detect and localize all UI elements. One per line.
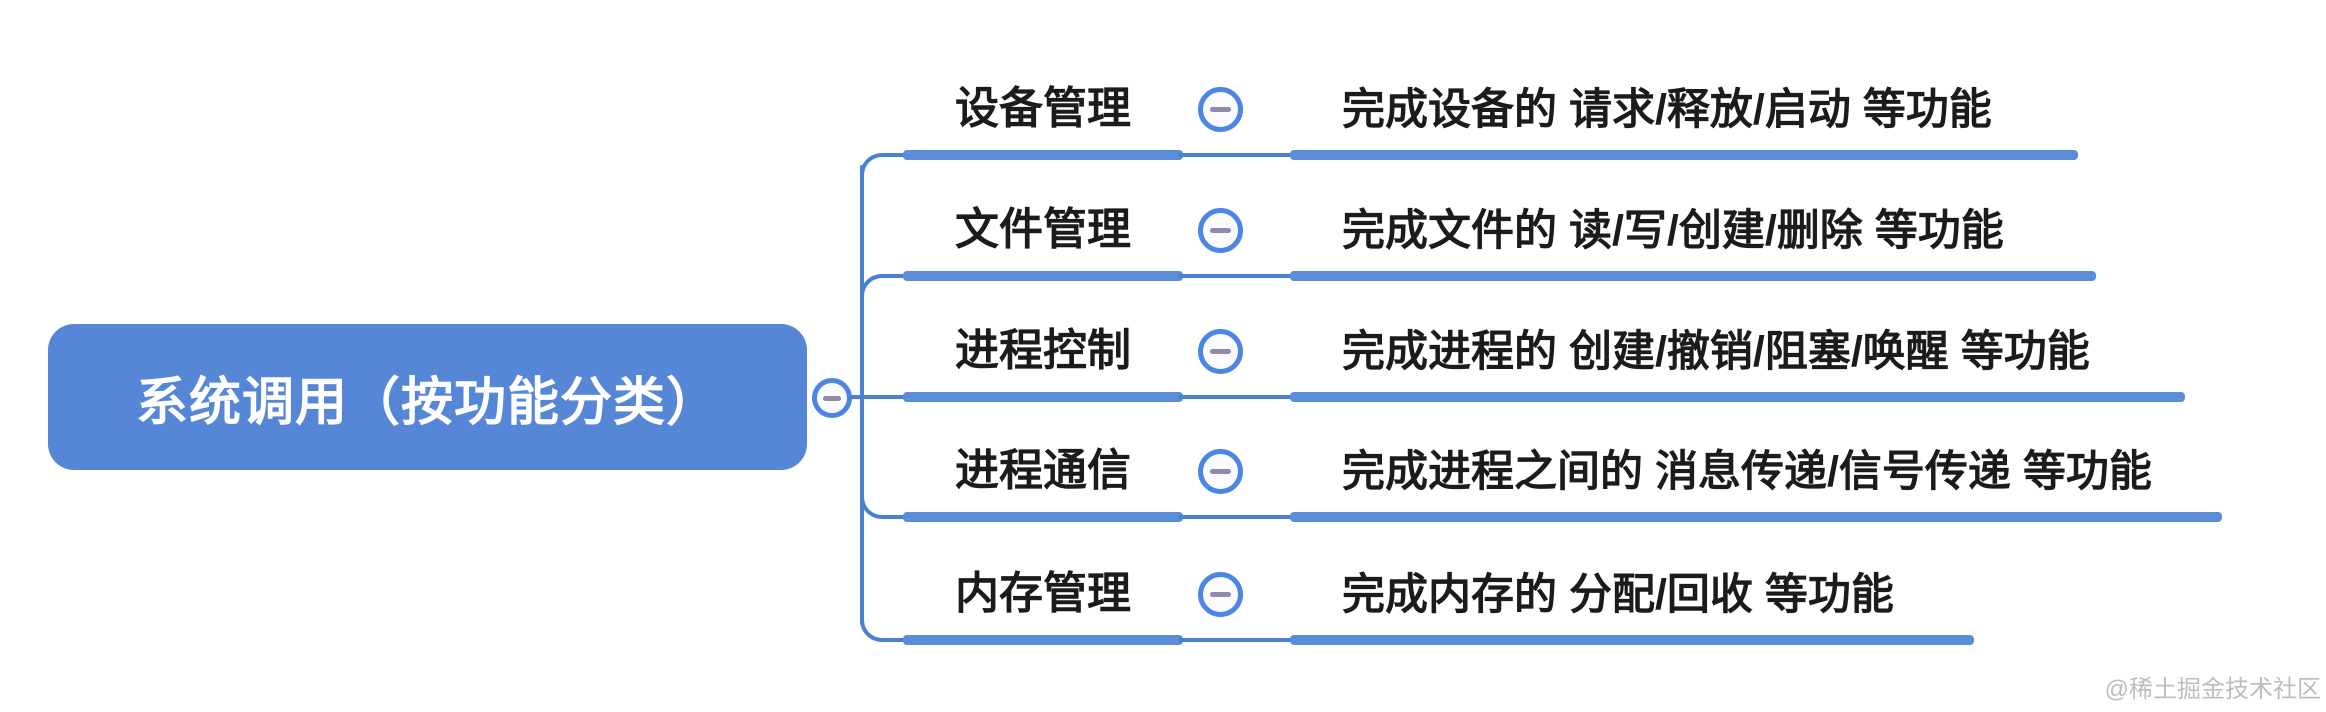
root-topic-label: 系统调用（按功能分类）: [135, 373, 719, 432]
connector-curve-branch-2: [860, 274, 905, 310]
branch-4-detail[interactable]: 完成进程之间的 消息传递/信号传递 等功能: [1342, 448, 2152, 496]
branch-2-link-line: [1178, 274, 1295, 278]
minus-icon: [1210, 228, 1231, 233]
branch-4-label[interactable]: 进程通信: [955, 446, 1131, 495]
branch-4-link-line: [1178, 515, 1295, 519]
branch-5-label-underline: [903, 635, 1183, 645]
connector-curve-branch-1: [860, 153, 905, 189]
minus-icon: [1210, 349, 1231, 354]
branch-3-label[interactable]: 进程控制: [955, 326, 1131, 375]
branch-2-label[interactable]: 文件管理: [955, 205, 1131, 254]
branch-5-detail-underline: [1290, 635, 1974, 645]
branch-3-link-line: [1178, 395, 1295, 399]
root-collapse-toggle[interactable]: [812, 378, 852, 418]
minus-icon: [1210, 592, 1231, 597]
connector-curve-branch-4: [860, 485, 905, 519]
branch-1-label[interactable]: 设备管理: [955, 84, 1131, 133]
branch-1-label-underline: [903, 150, 1183, 160]
branch-4-label-underline: [903, 512, 1183, 522]
branch-3-label-underline: [903, 392, 1183, 402]
branch-1-detail-underline: [1290, 150, 2078, 160]
branch-2-detail-underline: [1290, 271, 2096, 281]
minus-icon: [1210, 469, 1231, 474]
branch-3-collapse-toggle[interactable]: [1198, 329, 1243, 374]
minus-icon: [823, 395, 841, 401]
branch-5-collapse-toggle[interactable]: [1198, 572, 1243, 617]
branch-5-link-line: [1178, 638, 1295, 642]
connector-curve-branch-5: [860, 608, 905, 642]
branch-2-collapse-toggle[interactable]: [1198, 208, 1243, 253]
minus-icon: [1210, 107, 1231, 112]
branch-1-detail[interactable]: 完成设备的 请求/释放/启动 等功能: [1342, 86, 1992, 134]
branch-1-link-line: [1178, 153, 1295, 157]
branch-3-detail[interactable]: 完成进程的 创建/撤销/阻塞/唤醒 等功能: [1342, 328, 2090, 376]
branch-5-label[interactable]: 内存管理: [955, 569, 1131, 618]
branch-3-connector-line: [850, 395, 906, 399]
branch-3-detail-underline: [1290, 392, 2185, 402]
branch-1-collapse-toggle[interactable]: [1198, 87, 1243, 132]
branch-5-detail[interactable]: 完成内存的 分配/回收 等功能: [1342, 571, 1894, 619]
branch-4-detail-underline: [1290, 512, 2222, 522]
watermark-text: @稀土掘金技术社区: [2104, 676, 2321, 703]
root-topic[interactable]: 系统调用（按功能分类）: [48, 324, 807, 470]
branch-2-detail[interactable]: 完成文件的 读/写/创建/删除 等功能: [1342, 207, 2004, 255]
branch-4-collapse-toggle[interactable]: [1198, 449, 1243, 494]
branch-2-label-underline: [903, 271, 1183, 281]
